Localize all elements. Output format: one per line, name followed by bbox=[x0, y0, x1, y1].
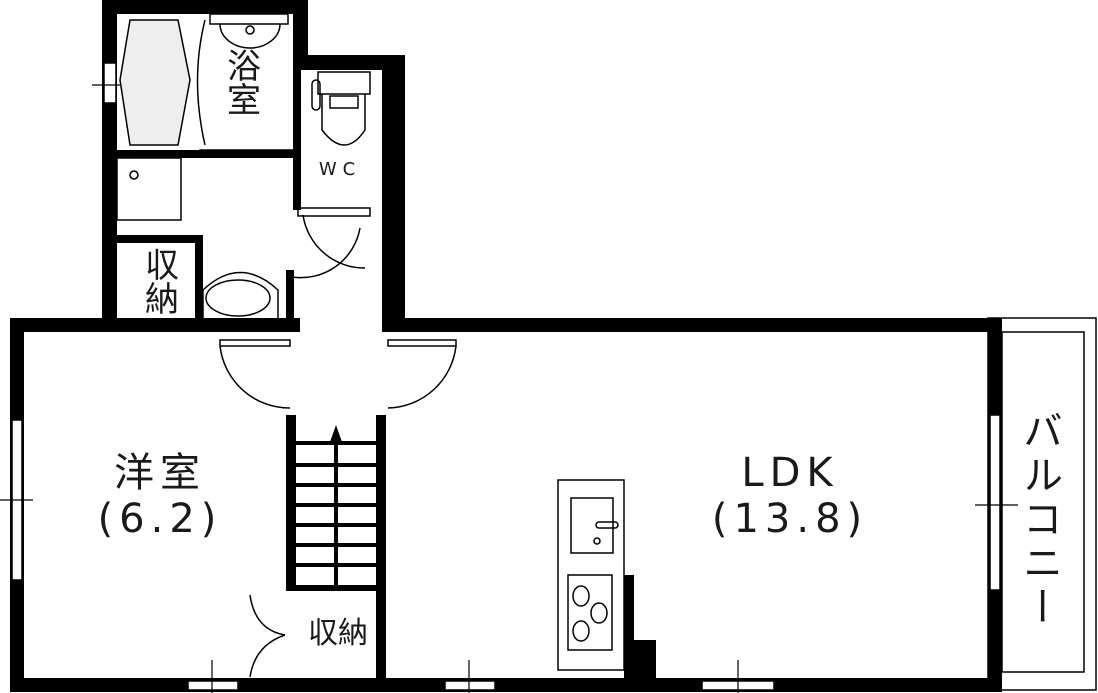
western-room-label: 洋室 (6.2) bbox=[60, 450, 260, 542]
ldk-size: (13.8) bbox=[711, 496, 869, 542]
bath-label: 浴室 bbox=[220, 48, 261, 116]
closet-label: 収納 bbox=[308, 616, 368, 651]
wc-label: WC bbox=[318, 159, 362, 180]
balcony-label: バルコニー bbox=[1016, 410, 1062, 630]
storage-top-label: 収納 bbox=[138, 247, 179, 315]
ldk-name: LDK bbox=[741, 450, 839, 496]
western-room-name: 洋室 bbox=[114, 450, 206, 496]
western-room-size: (6.2) bbox=[97, 496, 223, 542]
ldk-label: LDK (13.8) bbox=[690, 450, 890, 542]
